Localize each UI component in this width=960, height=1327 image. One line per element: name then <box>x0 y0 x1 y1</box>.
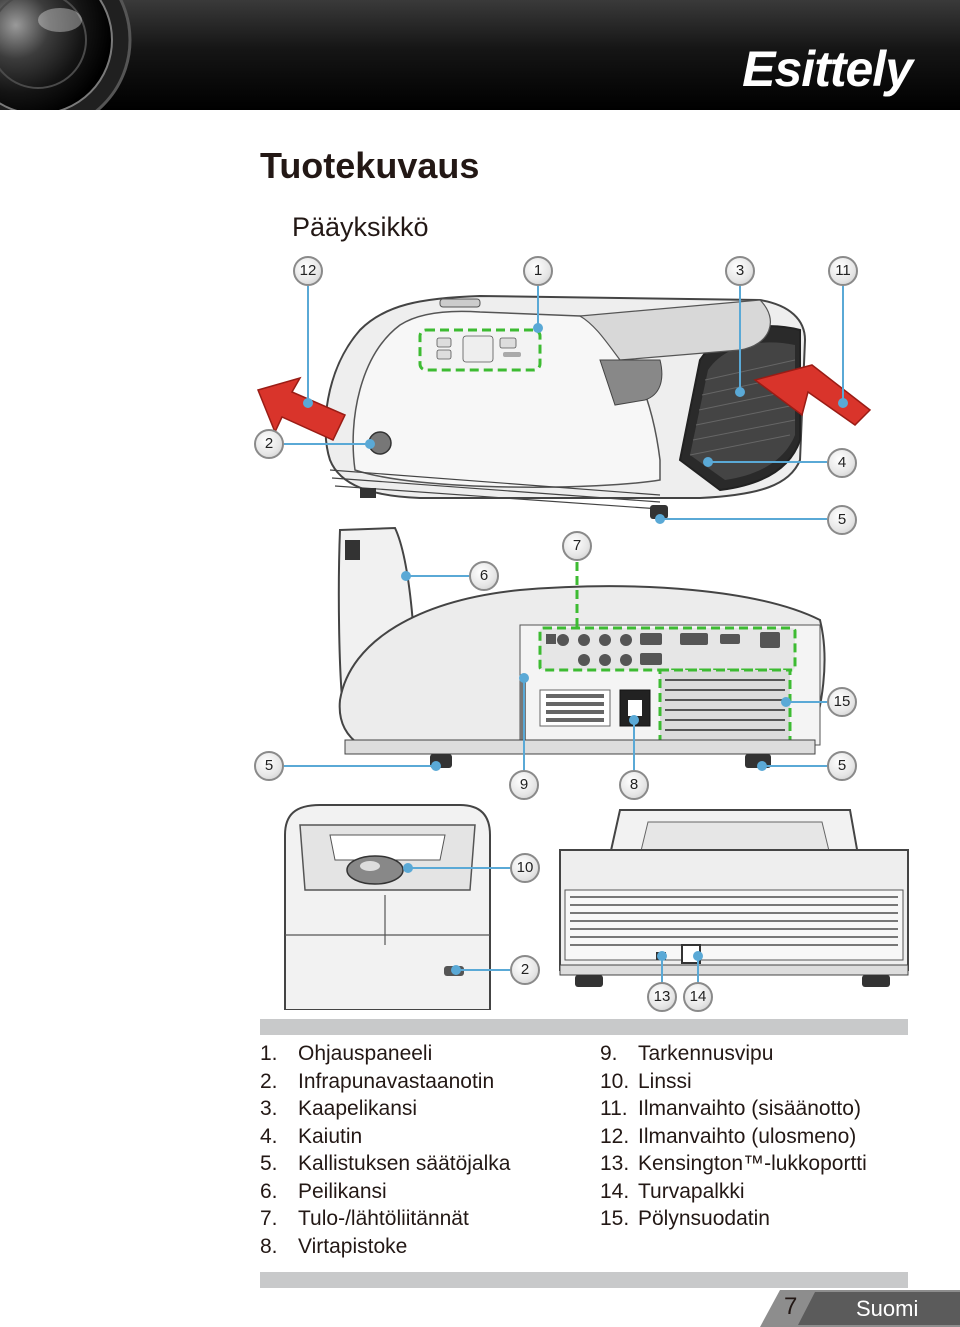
projector-top-view <box>256 294 872 519</box>
callout-lines <box>284 286 848 982</box>
page-number: 7 <box>784 1293 798 1320</box>
header-band: Esittely <box>0 0 960 110</box>
legend-item: 8.Virtapistoke <box>260 1234 408 1258</box>
page-title: Tuotekuvaus <box>260 145 480 186</box>
lens-graphic <box>0 0 150 110</box>
legend-item: 4.Kaiutin <box>260 1124 363 1148</box>
section-subtitle: Pääyksikkö <box>292 212 429 242</box>
callout-5-top: 5 <box>827 505 857 535</box>
legend-left-column: 1.Ohjauspaneeli 2.Infrapunavastaanotin 3… <box>260 1040 510 1260</box>
footer-tab <box>760 1290 960 1327</box>
legend-item: 12.Ilmanvaihto (ulosmeno) <box>600 1124 857 1148</box>
callout-5-left: 5 <box>254 751 284 781</box>
legend-item: 5.Kallistuksen säätöjalka <box>260 1152 511 1175</box>
callout-2-front: 2 <box>510 955 540 985</box>
callout-3: 3 <box>725 256 755 286</box>
callout-5-right: 5 <box>827 751 857 781</box>
projector-front-view <box>284 804 491 1010</box>
legend-item: 1.Ohjauspaneeli <box>260 1042 433 1065</box>
callout-6: 6 <box>469 561 499 591</box>
callout-12: 12 <box>293 256 323 286</box>
callout-2-top: 2 <box>254 429 284 459</box>
callout-4: 4 <box>827 448 857 478</box>
callout-14: 14 <box>683 982 713 1012</box>
legend-right-column: 9.Tarkennusvipu 10.Linssi 11.Ilmanvaihto… <box>600 1040 867 1233</box>
callout-13: 13 <box>647 982 677 1012</box>
legend-item: 6.Peilikansi <box>260 1179 387 1203</box>
callout-8: 8 <box>619 770 649 800</box>
legend-item: 7.Tulo-/lähtöliitännät <box>260 1207 469 1230</box>
header-title: Esittely <box>742 41 913 97</box>
legend-item: 14.Turvapalkki <box>600 1179 745 1203</box>
callout-1: 1 <box>523 256 553 286</box>
callout-11: 11 <box>828 256 858 286</box>
legend-item: 10.Linssi <box>600 1069 692 1093</box>
legend-item: 11.Ilmanvaihto (sisäänotto) <box>600 1097 861 1120</box>
legend-item: 3.Kaapelikansi <box>260 1097 418 1120</box>
callout-10: 10 <box>510 853 540 883</box>
legend-top-bar <box>260 1019 908 1035</box>
projector-diagram <box>256 286 909 1010</box>
projector-back-view <box>559 809 909 987</box>
projector-side-view <box>337 526 826 768</box>
legend-item: 13.Kensington™-lukkoportti <box>600 1152 867 1175</box>
legend-item: 15.Pölynsuodatin <box>600 1207 770 1230</box>
callout-9: 9 <box>509 770 539 800</box>
legend-item: 9.Tarkennusvipu <box>600 1042 774 1065</box>
legend-bottom-bar <box>260 1272 908 1288</box>
callout-15: 15 <box>827 687 857 717</box>
legend-item: 2.Infrapunavastaanotin <box>260 1069 495 1093</box>
footer-language: Suomi <box>856 1296 919 1321</box>
callout-7: 7 <box>562 531 592 561</box>
